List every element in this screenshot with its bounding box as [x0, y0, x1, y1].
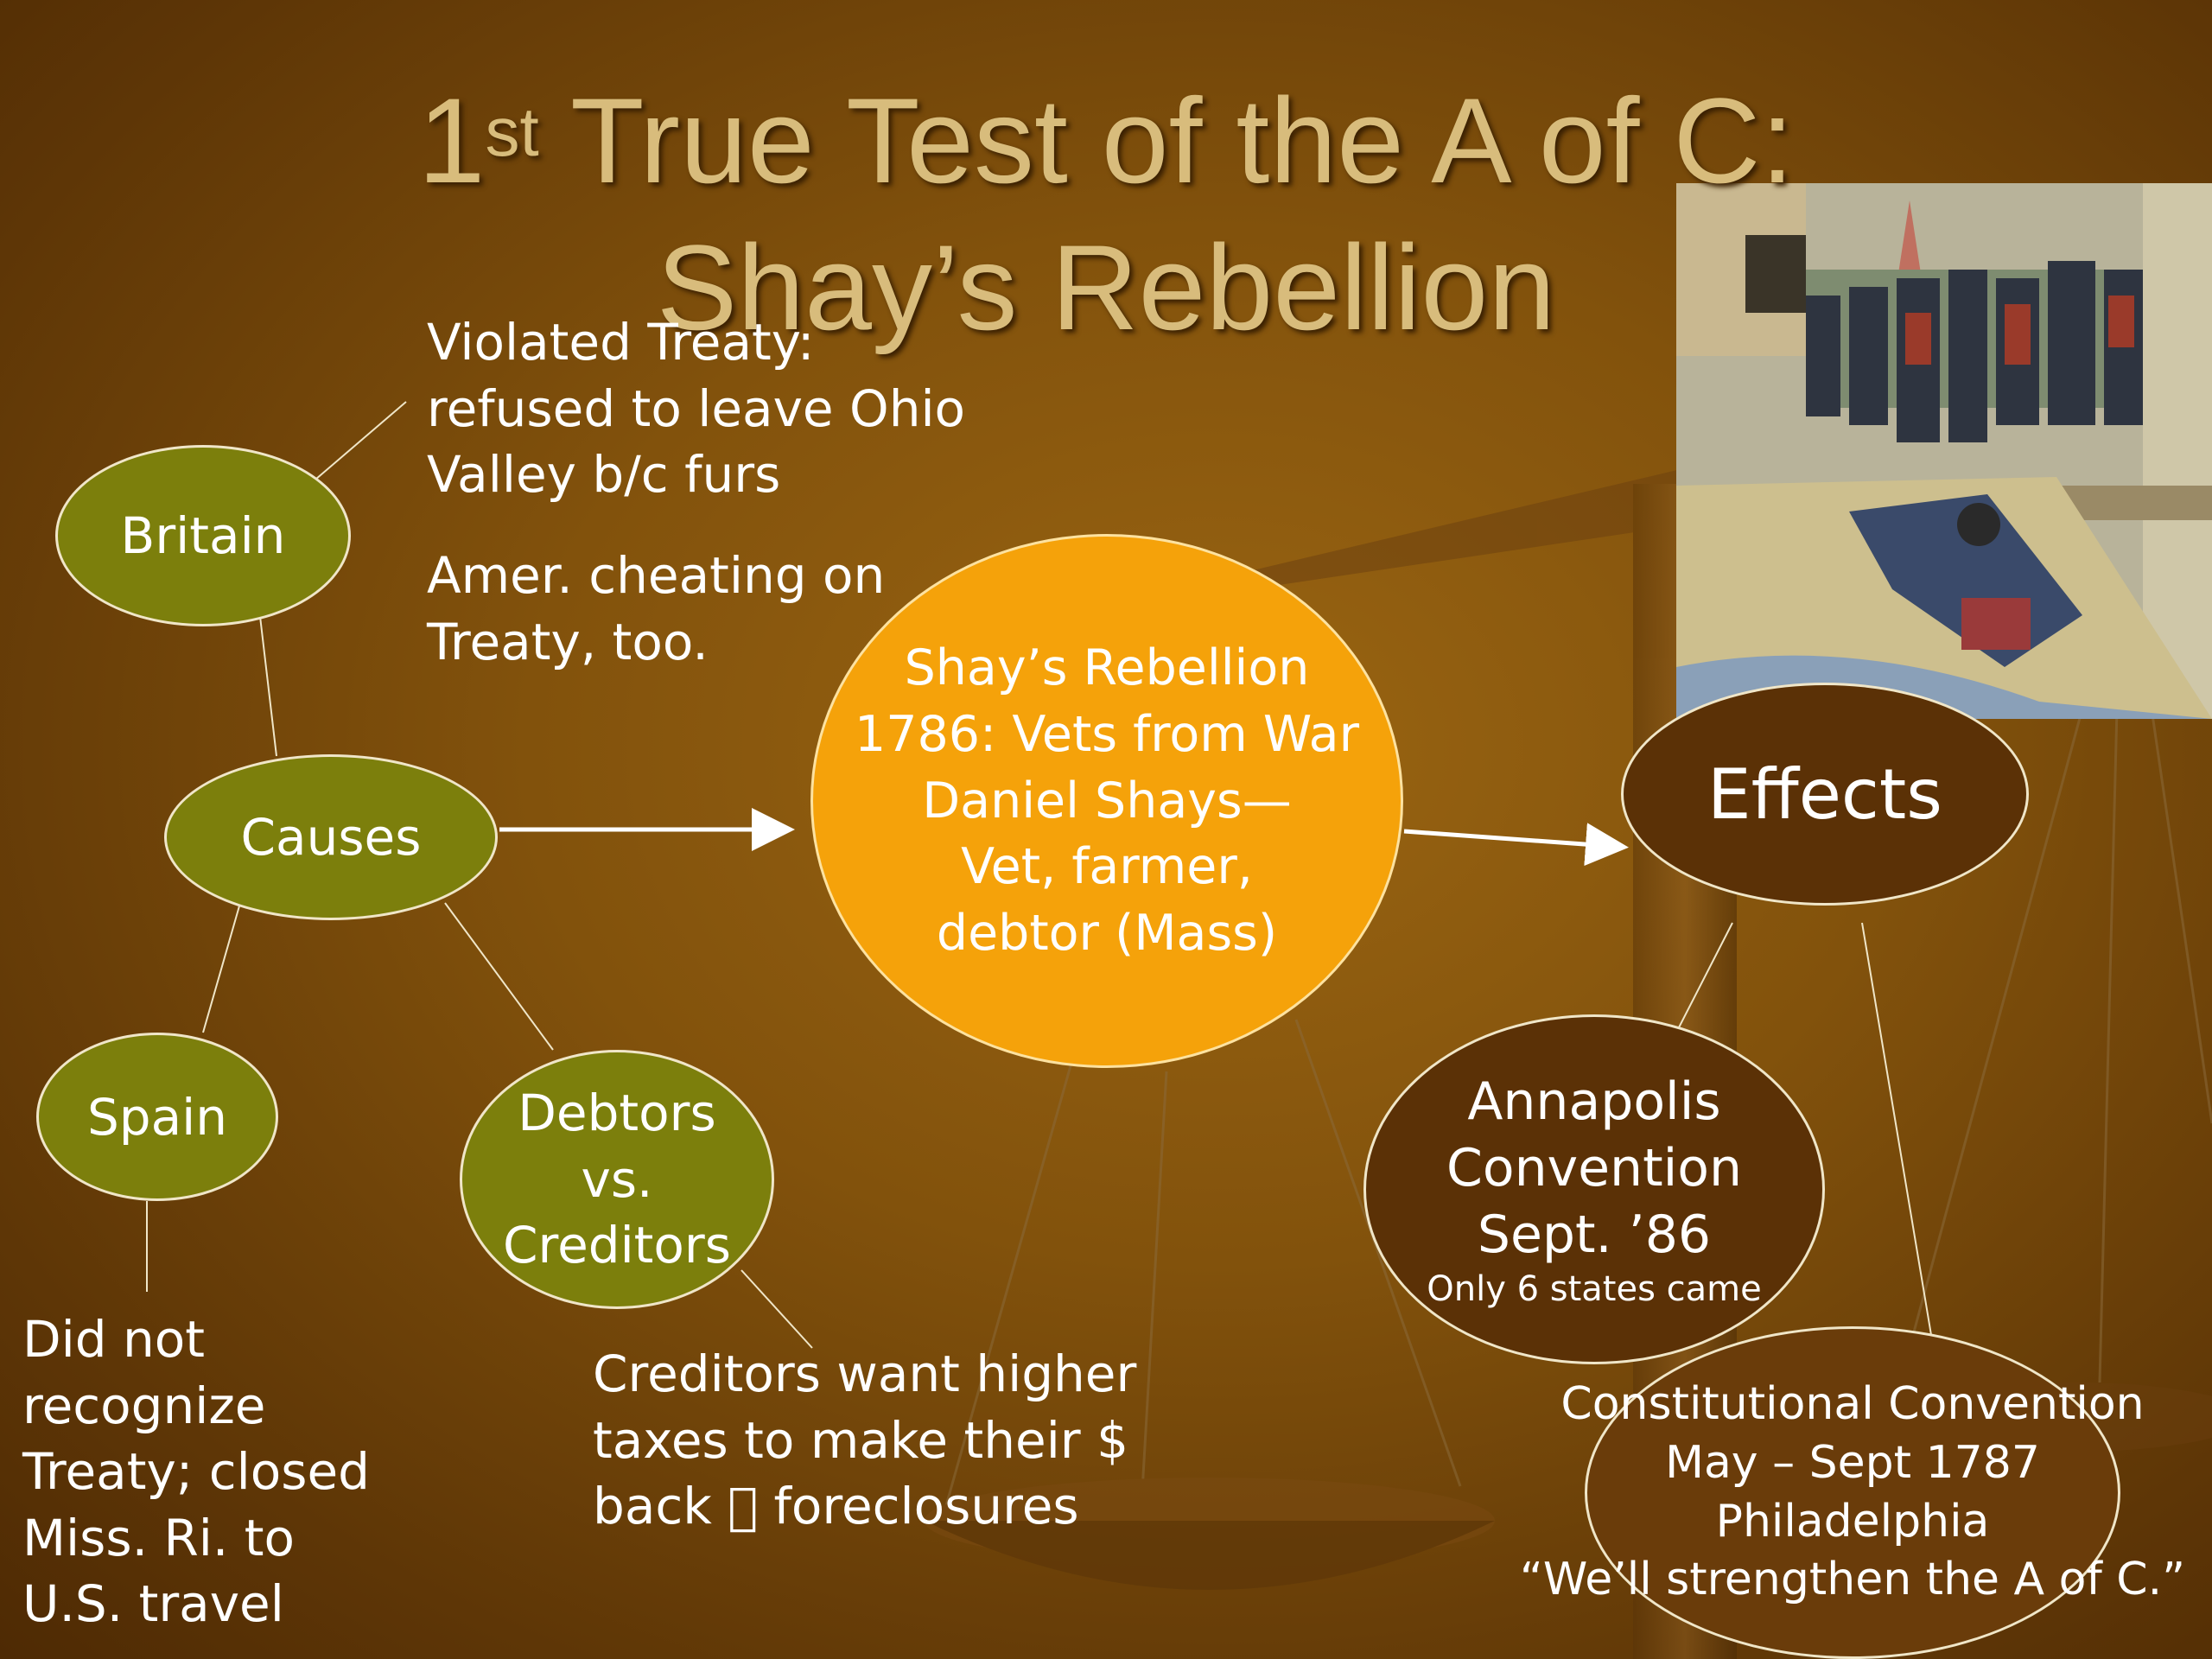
title-superscript: st: [485, 93, 539, 170]
note-line: Miss. Ri. to: [22, 1508, 295, 1567]
node-label: Vet, farmer,: [961, 838, 1253, 896]
arrows: [499, 808, 1629, 867]
note-line: back  foreclosures: [593, 1477, 1079, 1536]
arrow-rebellion-to-effects: [1403, 823, 1629, 867]
node-label: Philadelphia: [1715, 1495, 1990, 1548]
node-label: Annapolis: [1467, 1071, 1721, 1133]
note-line: Valley b/c furs: [427, 445, 781, 505]
rebellion-illustration: [1676, 183, 2212, 719]
thin-connectors: [146, 401, 1932, 1349]
node-label: debtor (Mass): [936, 905, 1278, 963]
note-line: Treaty, too.: [427, 612, 709, 671]
node-annapolis-convention: Annapolis Convention Sept. ’86 Only 6 st…: [1363, 1014, 1825, 1364]
node-label: Shay’s Rebellion: [904, 639, 1310, 696]
node-label: vs.: [581, 1149, 653, 1209]
node-label: Debtors: [518, 1084, 716, 1143]
node-effects: Effects: [1621, 683, 2029, 906]
note-line: Did not: [22, 1310, 206, 1369]
spain-note: Did not recognize Treaty; closed Miss. R…: [22, 1306, 370, 1637]
node-shays-rebellion: Shay’s Rebellion 1786: Vets from War Dan…: [810, 534, 1403, 1068]
note-line: Amer. cheating on: [427, 546, 886, 605]
slide-title-line2: Shay’s Rebellion: [656, 219, 1556, 355]
note-line: recognize: [22, 1376, 266, 1435]
node-spain: Spain: [36, 1033, 278, 1201]
node-label: Sept. ’86: [1477, 1204, 1712, 1265]
node-britain: Britain: [55, 445, 351, 626]
node-note: Only 6 states came: [1427, 1268, 1762, 1309]
title-prefix: 1: [417, 73, 486, 208]
node-label: Convention: [1446, 1138, 1742, 1199]
note-line: Treaty; closed: [22, 1442, 370, 1502]
node-label: Constitutional Convention: [1560, 1378, 2145, 1431]
node-label: May – Sept 1787: [1665, 1436, 2040, 1489]
node-label: Britain: [120, 506, 286, 565]
node-label: Daniel Shays—: [922, 772, 1292, 830]
node-label: Causes: [240, 808, 422, 867]
amer-cheating-note: Amer. cheating on Treaty, too.: [427, 543, 885, 675]
node-debtors-vs-creditors: Debtors vs. Creditors: [460, 1050, 774, 1309]
node-constitutional-convention: Constitutional Convention May – Sept 178…: [1520, 1326, 2185, 1659]
node-causes: Causes: [164, 754, 498, 920]
node-label: Spain: [86, 1087, 228, 1147]
node-label: Effects: [1707, 753, 1942, 835]
note-line: U.S. travel: [22, 1574, 284, 1634]
node-label: 1786: Vets from War: [854, 705, 1360, 763]
note-line: Creditors want higher: [593, 1344, 1137, 1403]
note-line: refused to leave Ohio: [427, 378, 966, 438]
node-label: “We’ll strengthen the A of C.”: [1519, 1554, 2186, 1606]
node-label: Creditors: [503, 1216, 731, 1275]
title-rest: True Test of the A of C:: [538, 73, 1795, 208]
britain-treaty-note: Violated Treaty: refused to leave Ohio V…: [427, 309, 965, 508]
note-line: Violated Treaty:: [427, 313, 815, 372]
creditors-note: Creditors want higher taxes to make thei…: [593, 1341, 1136, 1540]
slide-title-line1: 1st True Test of the A of C:: [0, 67, 2212, 214]
note-line: taxes to make their $: [593, 1410, 1128, 1470]
